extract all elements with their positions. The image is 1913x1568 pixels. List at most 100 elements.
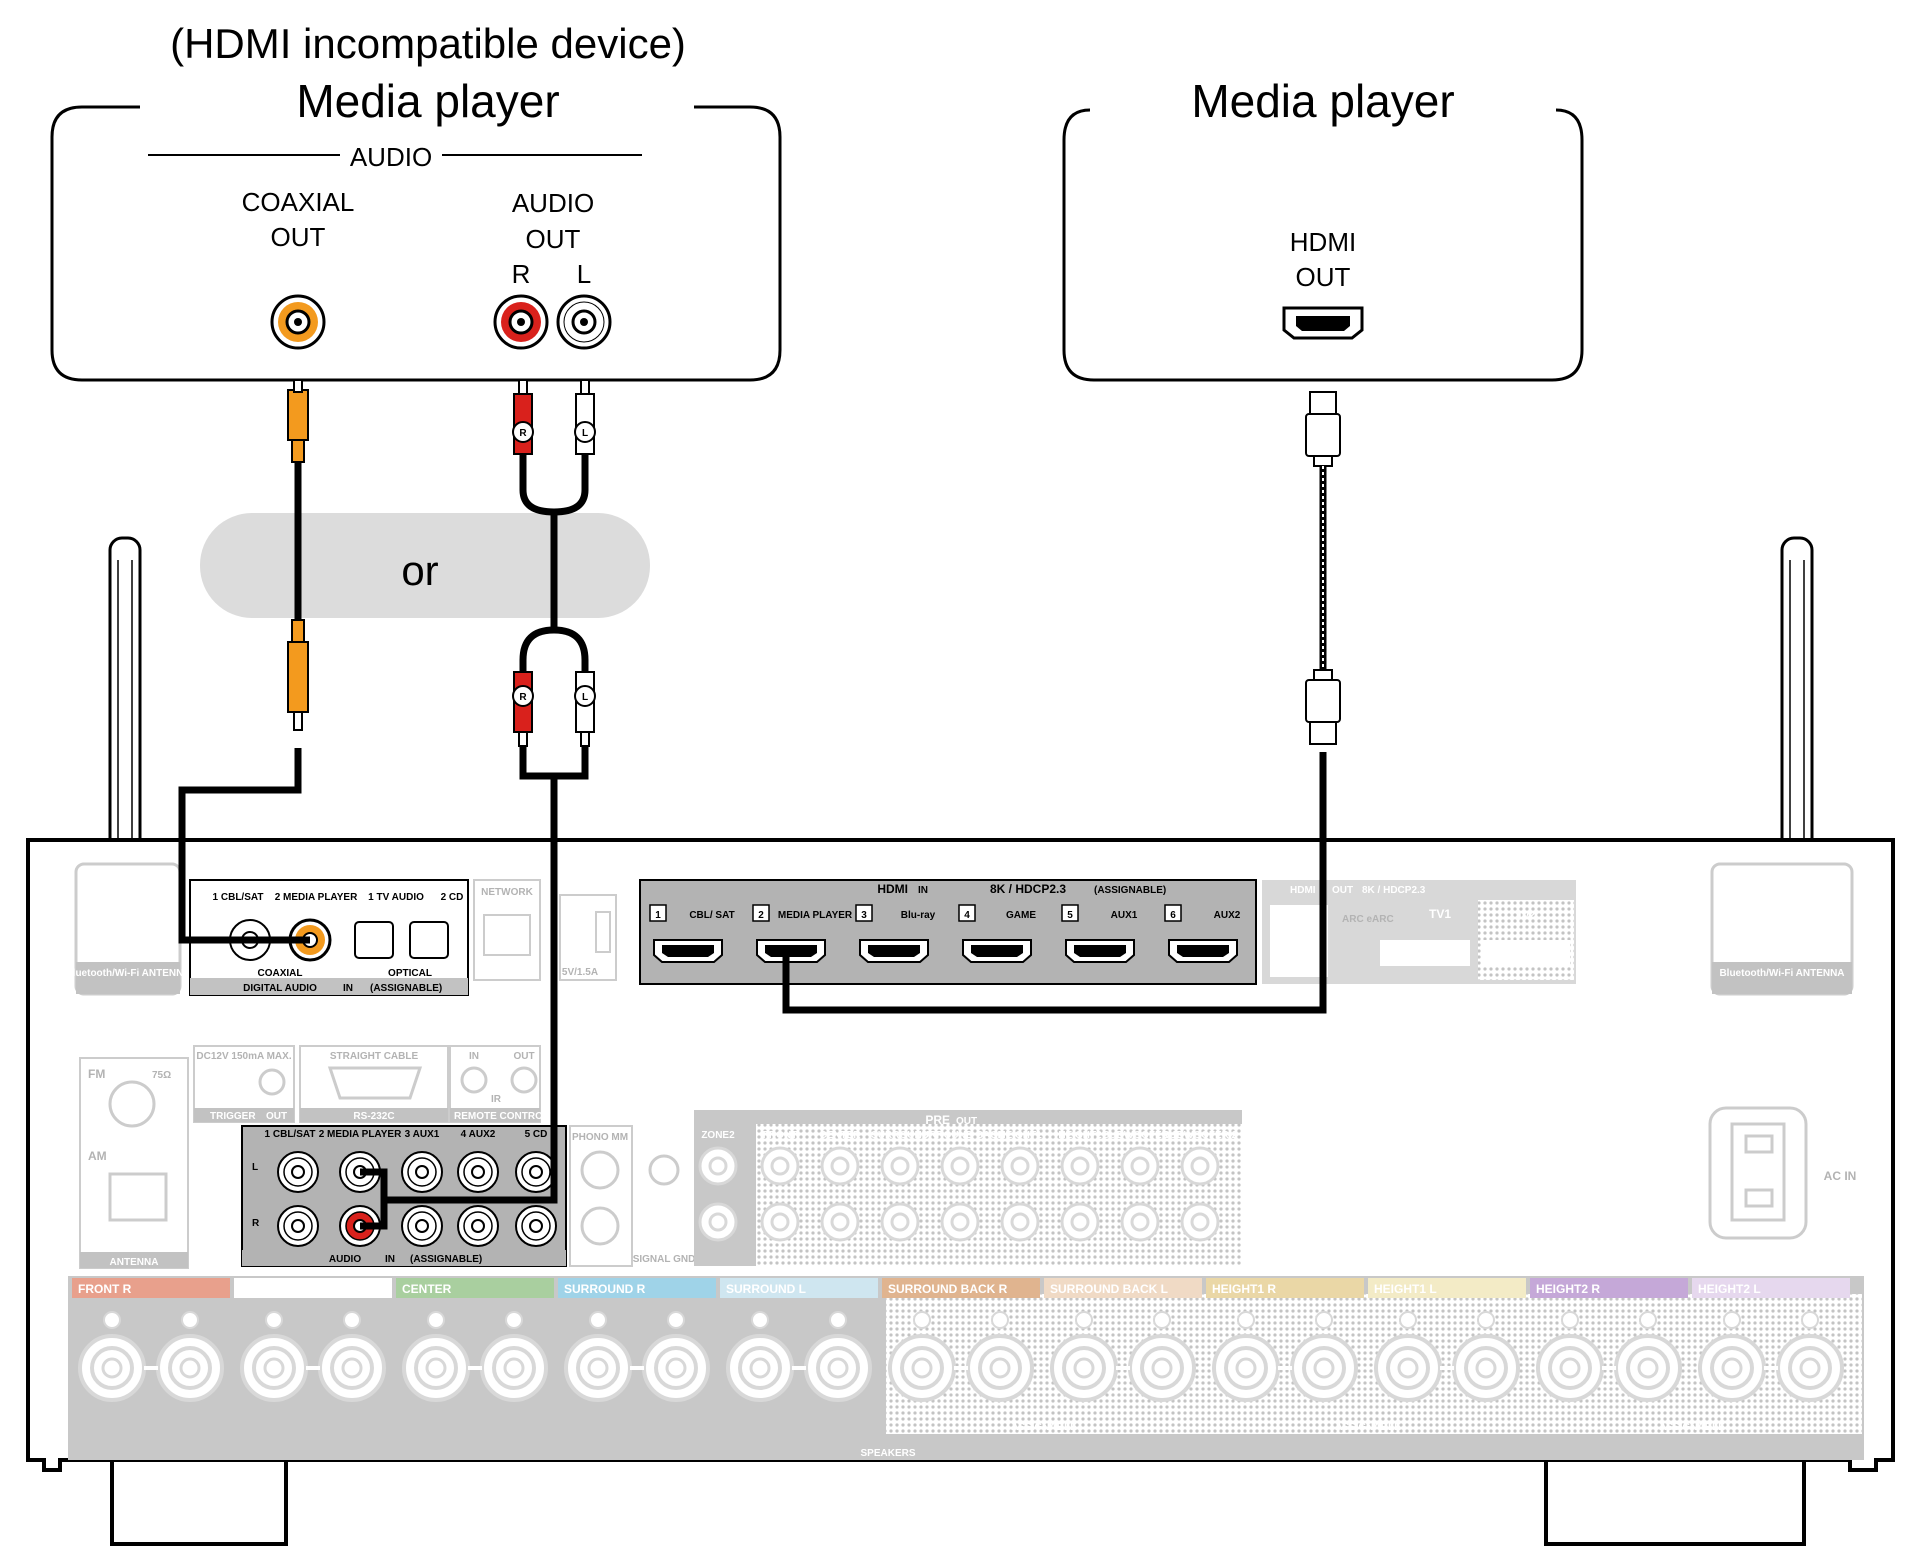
audio-in-jack (515, 1151, 557, 1193)
pre-out-channel-label: SURROUND BACK (915, 1130, 1005, 1141)
pre-out-header: PRE (925, 1113, 950, 1127)
left-media-player: (HDMI incompatible device) Media player … (50, 20, 782, 382)
hdmi-in-header: HDMI (877, 882, 908, 896)
assignable-label: ASSIGNABLE (1335, 1422, 1401, 1433)
digital-in-3: 1 TV AUDIO (368, 892, 424, 903)
hdmi-out-label-1: HDMI (1290, 227, 1356, 257)
audio-in-panel: 1 CBL/SAT 2 MEDIA PLAYER 3 AUX1 4 AUX2 5… (241, 1125, 567, 1267)
antenna-label: ANTENNA (110, 1257, 159, 1268)
pre-out-channel-label: CENTER (819, 1130, 861, 1141)
network-port: NETWORK (473, 879, 541, 981)
audio-in-jack (457, 1151, 499, 1193)
hdmi-in-port-number: 2 (758, 910, 764, 921)
hdmi-in-port-number: 6 (1170, 910, 1176, 921)
fm-ohm-label: 75Ω (152, 1070, 171, 1081)
speaker-terminal-pair: HEIGHT1 L (1368, 1278, 1526, 1402)
speaker-terminal-pair: FRONT L (234, 1278, 392, 1402)
coaxial-out-label-2: OUT (271, 222, 326, 252)
pre-out-channel-label: SUBWOOFER 1 (1103, 1130, 1178, 1141)
hdmi-in-port-name: CBL/ SAT (689, 910, 734, 921)
hdmi-in-port-5: 5 AUX1 (1061, 904, 1138, 963)
hdmi-out-header: HDMI (1290, 885, 1316, 896)
optical-jack-2 (409, 921, 449, 959)
hdmi-in-port-2: 2 MEDIA PLAYER (752, 904, 853, 963)
bt-antenna-socket-left: Bluetooth/Wi-Fi ANTENNA (65, 862, 191, 996)
pre-out-channel-label: ZONE2 (701, 1130, 735, 1141)
plug-l-label-top: L (582, 428, 588, 439)
pre-out-jack: SURROUND BACK (915, 1130, 1005, 1242)
receiver-foot-right (1544, 1462, 1806, 1546)
hdmi-in-port-number: 4 (964, 910, 970, 921)
audio-in-5: 5 CD (525, 1129, 548, 1140)
speaker-channel-label: SURROUND BACK L (1050, 1282, 1168, 1296)
pre-out-jack: ZONE2 (698, 1130, 738, 1242)
pre-out-channel-label: SURROUND (871, 1130, 929, 1141)
speaker-terminal-pair: SURROUND BACK L (1044, 1278, 1202, 1402)
hdmi-in-tag: IN (918, 885, 928, 896)
audio-in-tag: IN (385, 1254, 395, 1265)
pre-out-jack: SURROUND (871, 1130, 929, 1242)
pre-out-tag: OUT (956, 1116, 977, 1127)
coaxial-label: COAXIAL (258, 968, 303, 979)
bt-antenna-socket-right: Bluetooth/Wi-Fi ANTENNA (1710, 862, 1854, 996)
audio-in-jack (457, 1205, 499, 1247)
pre-out-jack: SUBWOOFER 2 (1163, 1130, 1238, 1242)
audio-in-footer: AUDIO (329, 1254, 361, 1265)
hdmi-tv2-label: TV2 (1517, 910, 1536, 921)
phono-label: PHONO MM (572, 1132, 628, 1143)
rs232c-port: STRAIGHT CABLE RS-232C (299, 1045, 449, 1123)
speaker-terminal-pair: HEIGHT1 R ASSIGNABLE (1206, 1278, 1401, 1433)
audio-out-label-1: AUDIO (512, 188, 594, 218)
analog-rca-cable: R L R L (360, 379, 596, 1230)
hdmi-out-label-2: OUT (1296, 262, 1351, 292)
hdmi-in-panel: HDMI IN 8K / HDCP2.3 (ASSIGNABLE) 1 CBL/ … (639, 879, 1257, 985)
fm-label: FM (88, 1067, 105, 1081)
hdmi-in-port-name: AUX2 (1214, 910, 1241, 921)
network-label: NETWORK (481, 887, 533, 898)
ac-in-label: AC IN (1824, 1169, 1857, 1183)
speaker-channel-label: CENTER (402, 1282, 452, 1296)
speaker-channel-label: SURROUND R (564, 1282, 646, 1296)
audio-out-r-label: R (512, 259, 531, 289)
right-device-box (1062, 108, 1584, 382)
hdmi-incompatible-note: (HDMI incompatible device) (170, 20, 686, 67)
right-device-title: Media player (1191, 75, 1454, 127)
phono-input: PHONO MM SIGNAL GND (569, 1125, 695, 1267)
pre-out-jack: HEIGHT1 (998, 1130, 1042, 1242)
digital-audio-in-tag: IN (343, 983, 353, 994)
audio-in-jack (401, 1205, 443, 1247)
hdmi-in-spec: 8K / HDCP2.3 (990, 882, 1066, 896)
remote-ir-label: IR (491, 1094, 502, 1105)
hdmi-in-port-number: 1 (655, 910, 661, 921)
audio-in-jack (277, 1151, 319, 1193)
hdmi-arc-label: ARC eARC (1342, 914, 1394, 925)
audio-in-l-label: L (252, 1162, 258, 1173)
hdmi-in-port-number: 5 (1067, 910, 1073, 921)
hdmi-in-port-name: MEDIA PLAYER (778, 910, 853, 921)
audio-in-2: 2 MEDIA PLAYER (319, 1129, 402, 1140)
speaker-channel-label: HEIGHT1 R (1212, 1282, 1276, 1296)
speaker-terminal-pair: SURROUND L (720, 1278, 878, 1402)
hdmi-out-tag: OUT (1332, 885, 1353, 896)
pre-out-channel-label: SUBWOOFER 2 (1163, 1130, 1238, 1141)
coaxial-out-label-1: COAXIAL (242, 187, 355, 217)
speaker-channel-label: HEIGHT1 L (1374, 1282, 1437, 1296)
coaxial-out-jack (270, 294, 326, 350)
coaxial-cable (178, 379, 310, 944)
hdmi-out-panel: HDMI OUT 8K / HDCP2.3 ARC eARC TV1 TV2 (1262, 880, 1576, 984)
audio-in-3: 3 AUX1 (405, 1129, 440, 1140)
audio-out-l-label: L (577, 259, 591, 289)
hdmi-in-port-name: AUX1 (1111, 910, 1138, 921)
audio-in-jack (277, 1205, 319, 1247)
hdmi-in-assignable: (ASSIGNABLE) (1094, 885, 1166, 896)
audio-out-r-jack (493, 294, 549, 350)
plug-r-label-top: R (519, 428, 527, 439)
hdmi-in-port-name: Blu-ray (901, 910, 936, 921)
digital-audio-assignable: (ASSIGNABLE) (370, 983, 442, 994)
remote-control-port: IN OUT IR REMOTE CONTROL (449, 1045, 549, 1123)
digital-audio-footer: DIGITAL AUDIO (243, 983, 317, 994)
